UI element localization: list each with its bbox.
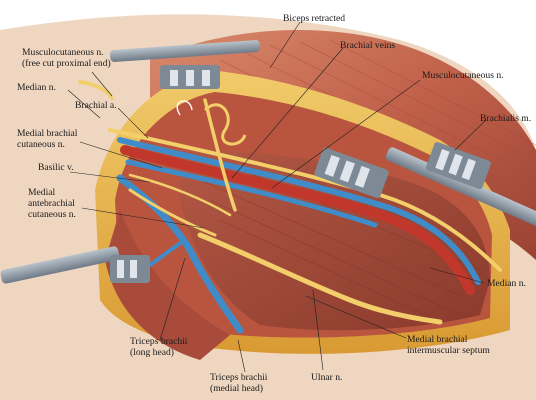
brachial-artery xyxy=(120,145,475,295)
retractor-right-arm xyxy=(385,147,536,227)
retractor-mid-blade xyxy=(314,147,389,199)
label-biceps-retracted: Biceps retracted xyxy=(283,13,346,24)
label-musculocutaneous-free-end: Musculocutaneous n. (free cut proximal e… xyxy=(22,47,111,69)
label-medial-brachial-septum: Medial brachial intermuscular septum xyxy=(407,334,490,356)
label-ulnar-nerve: Ulnar n. xyxy=(311,372,343,383)
retractor-top-blade xyxy=(160,65,220,89)
label-triceps-medial-head: Triceps brachii (medial head) xyxy=(210,372,268,394)
retractor-top-arm xyxy=(110,40,260,62)
label-median-right: Median n. xyxy=(487,278,526,289)
label-brachial-veins: Brachial veins xyxy=(340,40,396,51)
brachial-vein-1 xyxy=(117,137,481,285)
nerve-loops xyxy=(203,103,247,146)
label-musculocutaneous: Musculocutaneous n. xyxy=(422,70,504,81)
label-median-left: Median n. xyxy=(17,82,56,93)
suture-loop xyxy=(176,100,193,116)
label-triceps-long-head: Triceps brachii (long head) xyxy=(130,336,188,358)
ulnar-nerve xyxy=(197,232,443,325)
musculocutaneous-cut-end xyxy=(78,80,114,100)
basilic-branch xyxy=(148,238,187,267)
musculocutaneous-nerve xyxy=(203,98,237,212)
label-brachialis: Brachialis m. xyxy=(480,113,532,124)
label-medial-brachial-cutaneous: Medial brachial cutaneous n. xyxy=(17,128,78,150)
brachial-vein-2 xyxy=(125,159,378,228)
medial-antebrachial-nerve xyxy=(128,188,217,237)
label-brachial-artery: Brachial a. xyxy=(75,100,117,111)
leader-lines xyxy=(67,21,487,373)
retractor-bottom-blade xyxy=(110,255,150,283)
label-medial-antebrachial-cutaneous: Medial antebrachial cutaneous n. xyxy=(28,187,76,220)
medial-brachial-nerve xyxy=(128,173,232,217)
triceps-muscle xyxy=(105,210,230,360)
label-basilic-vein: Basilic v. xyxy=(38,162,74,173)
retractor-left-arm xyxy=(0,246,120,284)
retractor-right-blade xyxy=(425,142,491,190)
